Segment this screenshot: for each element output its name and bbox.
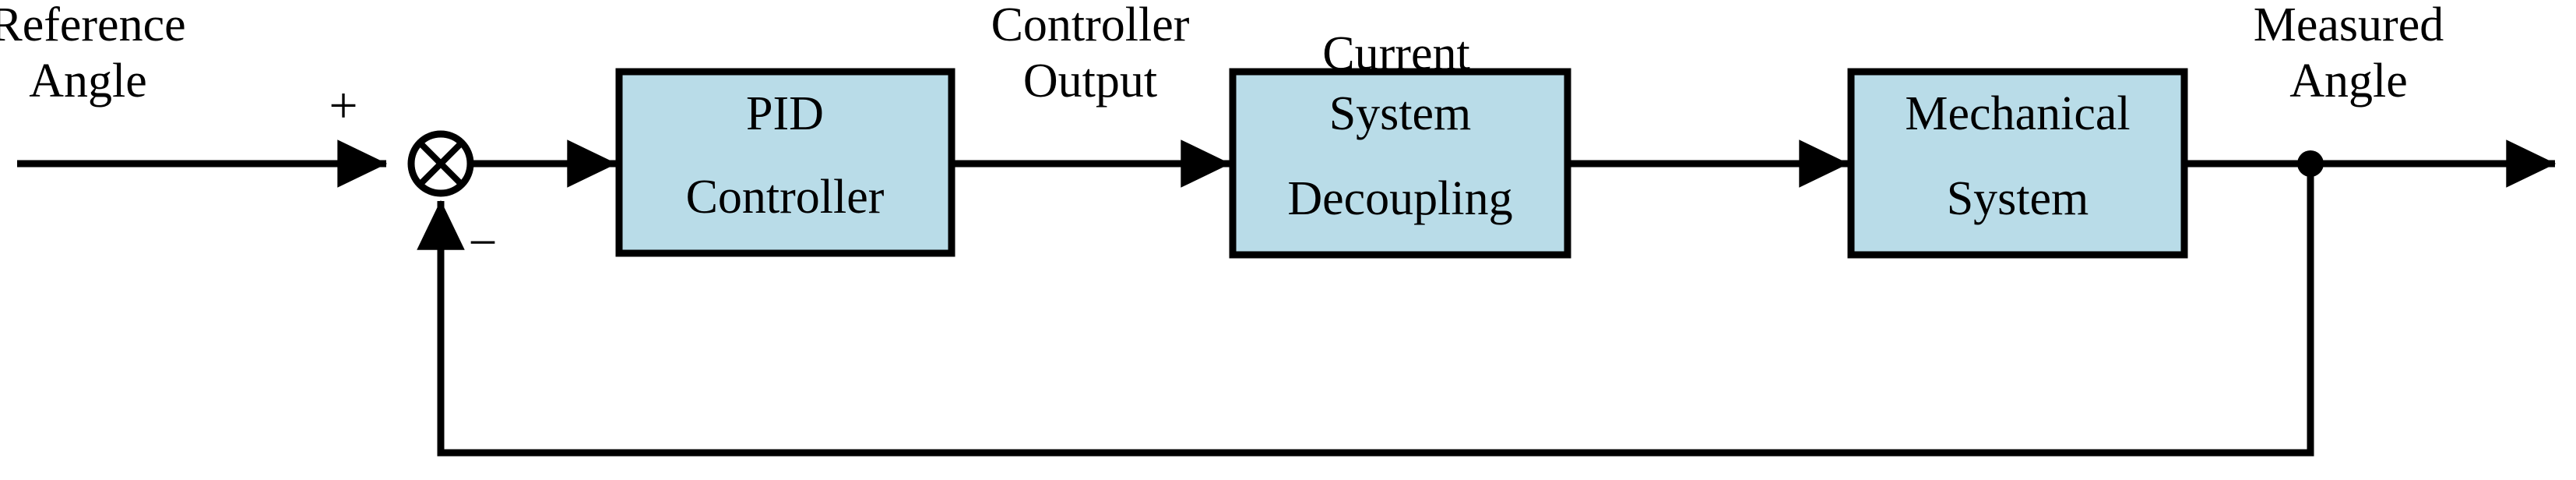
current-line1: Current xyxy=(1322,27,1469,80)
block-mechanical-system[interactable]: Mechanical System xyxy=(1847,68,2188,259)
label-controller-output: Controller Output xyxy=(991,0,1190,108)
summing-junction[interactable] xyxy=(407,130,474,197)
measured-angle-line1: Measured xyxy=(2254,0,2444,51)
block-pid-controller[interactable]: PID Controller xyxy=(615,68,955,257)
system-decoupling-rect xyxy=(1229,68,1571,259)
mechanical-system-label-line1: Mechanical xyxy=(1905,87,2130,140)
feedback-path xyxy=(417,164,2314,457)
label-current: Current xyxy=(1322,27,1469,80)
reference-angle-line1: Reference xyxy=(0,0,186,51)
measured-angle-line2: Angle xyxy=(2289,55,2408,108)
label-reference-angle: Reference Angle xyxy=(0,0,186,108)
pid-controller-rect xyxy=(615,68,955,257)
pid-controller-label-line2: Controller xyxy=(686,171,885,224)
mechanical-system-label-line2: System xyxy=(1947,172,2089,225)
summing-junction-cross-b xyxy=(417,140,464,187)
plus-sign-label: + xyxy=(329,77,357,134)
mechanical-system-rect xyxy=(1847,68,2188,259)
controller-output-line1: Controller xyxy=(991,0,1190,51)
label-measured-angle: Measured Angle xyxy=(2254,0,2444,108)
minus-sign-label: − xyxy=(468,214,497,271)
pid-controller-label-line1: PID xyxy=(746,87,824,140)
block-system-decoupling[interactable]: System Decoupling xyxy=(1229,68,1571,259)
feedback-branch-node xyxy=(2297,150,2324,177)
system-decoupling-label-line1: System xyxy=(1329,87,1472,140)
system-decoupling-label-line2: Decoupling xyxy=(1287,172,1512,225)
controller-output-line2: Output xyxy=(1023,55,1157,108)
reference-angle-line2: Angle xyxy=(29,55,147,108)
wire-feedback xyxy=(417,164,2314,457)
